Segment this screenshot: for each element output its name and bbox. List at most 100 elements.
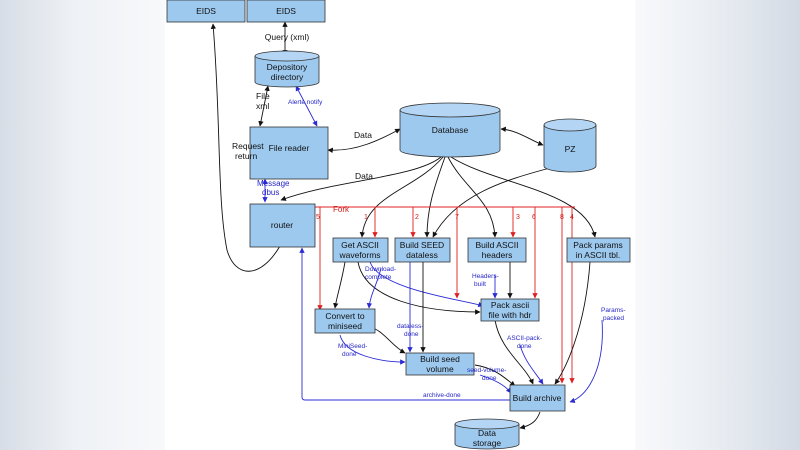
- node-pack-params-label-1: Pack params: [573, 240, 623, 250]
- edge-miniseed-done: [339, 334, 406, 365]
- label-miniseed-done-1: MiniSeed-: [338, 343, 367, 350]
- edge-ascii-pack-done: [519, 344, 544, 385]
- label-file-xml-1: File: [256, 91, 270, 101]
- node-eids-2: EIDS: [246, 0, 326, 23]
- label-miniseed-done-2: done: [342, 351, 357, 358]
- label-headers-built-1: Headers-: [472, 273, 499, 280]
- node-pack-params-label-2: in ASCII tbl.: [576, 250, 620, 260]
- node-pack-ascii-label-1: Pack ascii: [491, 300, 529, 310]
- right-backdrop: [635, 0, 800, 450]
- edge-data-mid: [280, 156, 442, 201]
- label-dataless-done-1: dataless-: [397, 323, 423, 330]
- node-build-ascii-headers-label-1: Build ASCII: [476, 240, 519, 250]
- label-alerte-notify: Alerte notify: [288, 99, 323, 106]
- node-database: Database: [399, 102, 501, 158]
- node-convert-miniseed-label-2: miniseed: [328, 321, 362, 331]
- node-convert-miniseed-label-1: Convert to: [325, 311, 364, 321]
- left-backdrop: [0, 0, 165, 450]
- edge-pack-archive: [494, 319, 534, 385]
- edge-getascii-pack: [357, 261, 481, 315]
- diagram-page: EIDS EIDS Depository directory File read…: [165, 0, 635, 450]
- node-file-reader-label: File reader: [269, 143, 310, 153]
- edge-archive-done: [299, 247, 510, 401]
- node-data-storage: Data storage: [454, 418, 520, 450]
- edge-pz-dataless: [432, 167, 551, 238]
- node-depository: Depository directory: [254, 50, 320, 88]
- node-eids-2-label: EIDS: [276, 6, 296, 16]
- edge-router-eids: [210, 23, 281, 272]
- label-params-packed-1: Params-: [601, 307, 626, 314]
- edge-seed-volume-done: [479, 374, 512, 394]
- edge-getascii-convert: [333, 261, 346, 309]
- label-seed-volume-done-2: done: [482, 375, 497, 382]
- node-pz: PZ: [543, 118, 597, 173]
- edge-volume-archive: [474, 364, 516, 387]
- node-eids-1: EIDS: [166, 0, 246, 23]
- edge-archive-storage: [519, 411, 541, 430]
- node-build-ascii-headers: Build ASCII headers: [467, 237, 527, 263]
- fork-number-6: 6: [532, 214, 536, 221]
- node-data-storage-label-1: Data: [478, 428, 496, 438]
- node-pz-label: PZ: [565, 144, 576, 154]
- node-build-seed-volume-label-1: Build seed: [420, 354, 460, 364]
- label-ascii-pack-done-1: ASCII-pack-: [507, 335, 542, 342]
- node-build-seed-volume: Build seed volume: [405, 352, 475, 376]
- node-get-ascii-label-2: waveforms: [338, 250, 380, 260]
- label-file-xml-2: xml: [256, 101, 269, 111]
- fork-number-4: 4: [570, 214, 574, 221]
- fork-number-3: 3: [516, 214, 520, 221]
- node-pack-ascii-label-2: file with hdr: [489, 310, 532, 320]
- label-request-return-1: Request: [232, 141, 264, 151]
- fork-number-2: 2: [415, 214, 419, 221]
- node-router: router: [249, 203, 316, 248]
- label-message-dbus-2: dbus: [262, 188, 279, 197]
- node-build-seed-dataless: Build SEED dataless: [394, 237, 451, 263]
- label-data-top: Data: [354, 130, 372, 140]
- node-depository-label-2: directory: [271, 72, 304, 82]
- node-pack-ascii: Pack ascii file with hdr: [480, 298, 540, 322]
- label-archive-done: archive-done: [423, 392, 461, 399]
- fork-number-7: 7: [455, 214, 459, 221]
- node-build-archive: Build archive: [509, 384, 566, 412]
- edge-db-dataless: [424, 156, 446, 238]
- node-build-seed-volume-label-2: volume: [426, 364, 454, 374]
- label-dataless-done-2: done: [404, 331, 419, 338]
- node-file-reader: File reader: [249, 126, 329, 180]
- edge-db-pz: [500, 126, 544, 146]
- edge-download-convert: [366, 267, 382, 309]
- flow-diagram: EIDS EIDS Depository directory File read…: [166, 0, 631, 450]
- node-data-storage-label-2: storage: [473, 438, 502, 448]
- label-request-return-2: return: [235, 151, 257, 161]
- edge-db-getascii: [359, 156, 444, 238]
- label-fork: Fork: [333, 205, 350, 214]
- node-build-ascii-headers-label-2: headers: [482, 250, 513, 260]
- node-database-label: Database: [432, 125, 469, 135]
- label-data-mid: Data: [355, 171, 373, 181]
- label-headers-built-2: built: [474, 281, 486, 288]
- fork-number-5: 5: [316, 214, 320, 221]
- node-build-seed-dataless-label-2: dataless: [406, 250, 438, 260]
- node-build-archive-label: Build archive: [513, 393, 562, 403]
- node-get-ascii: Get ASCII waveforms: [332, 237, 389, 263]
- edge-data-top: [327, 128, 401, 154]
- node-router-label: router: [271, 220, 293, 230]
- label-message-dbus-1: Message: [257, 179, 290, 188]
- edge-db-packparams: [450, 156, 597, 238]
- label-ascii-pack-done-2: done: [517, 343, 532, 350]
- label-download-complete-1: Download-: [365, 266, 396, 273]
- edge-download-complete: [369, 261, 484, 308]
- node-convert-miniseed: Convert to miniseed: [314, 308, 376, 334]
- fork-number-8: 8: [560, 214, 564, 221]
- edge-file-xml: [258, 85, 270, 127]
- edge-labels: Query (xml) File xml Alerte notify Data …: [232, 32, 626, 399]
- node-depository-label-1: Depository: [267, 62, 308, 72]
- edge-packparams-archive: [554, 261, 591, 385]
- node-get-ascii-label-1: Get ASCII: [341, 240, 379, 250]
- label-download-complete-2: complete: [365, 274, 392, 281]
- node-pack-params: Pack params in ASCII tbl.: [566, 237, 631, 263]
- node-build-seed-dataless-label-1: Build SEED: [400, 240, 444, 250]
- edge-alerte-notify: [295, 85, 318, 127]
- fork-number-1: 1: [364, 214, 368, 221]
- edge-db-headers: [447, 156, 498, 238]
- node-eids-1-label: EIDS: [196, 6, 216, 16]
